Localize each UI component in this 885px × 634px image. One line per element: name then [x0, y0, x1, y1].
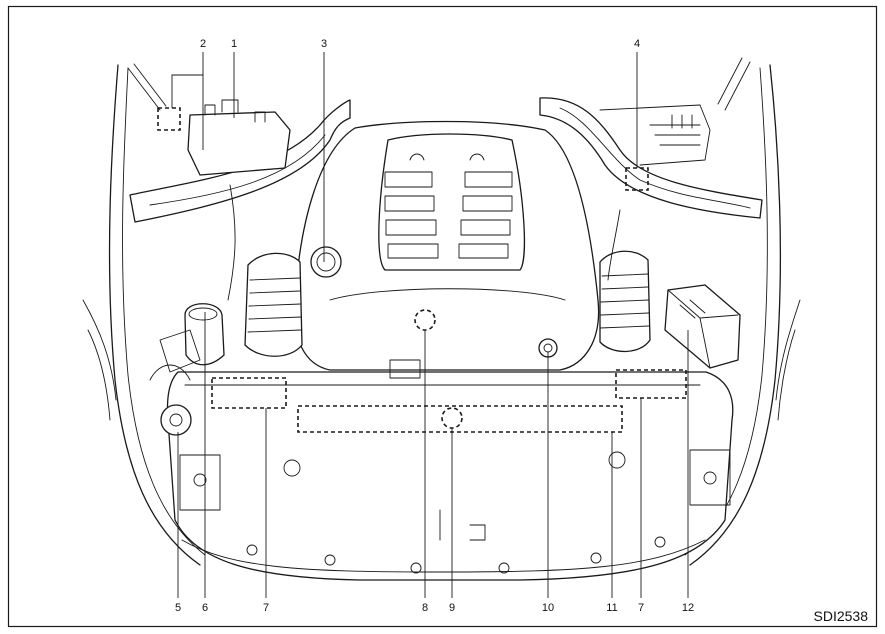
locator-box-7-left	[211, 377, 287, 409]
figure-code: SDI2538	[814, 608, 869, 624]
left-components	[149, 99, 291, 436]
callout-11: 11	[606, 602, 617, 614]
callout-5: 5	[175, 602, 181, 614]
callout-2: 2	[200, 38, 206, 50]
locator-box-2	[157, 107, 181, 131]
intake-ducts	[244, 250, 651, 357]
callout-9: 9	[449, 602, 455, 614]
figure-frame	[7, 5, 878, 628]
callout-numbers: 1 2 3 4 5 6 7 8 9 10 11 7 12	[175, 38, 694, 614]
callout-10: 10	[542, 602, 554, 614]
callout-4: 4	[634, 38, 640, 50]
engine-cover	[293, 120, 600, 379]
locator-box-11	[297, 405, 623, 433]
right-components	[599, 104, 741, 369]
callout-3: 3	[321, 38, 327, 50]
callout-12: 12	[682, 602, 694, 614]
callout-6: 6	[202, 602, 208, 614]
callout-1: 1	[231, 38, 237, 50]
front-panel	[166, 371, 734, 581]
callout-8: 8	[422, 602, 428, 614]
leader-lines	[171, 52, 689, 598]
callout-7-left: 7	[263, 602, 269, 614]
callout-7-right: 7	[638, 602, 644, 614]
locator-box-7-right	[615, 369, 687, 399]
